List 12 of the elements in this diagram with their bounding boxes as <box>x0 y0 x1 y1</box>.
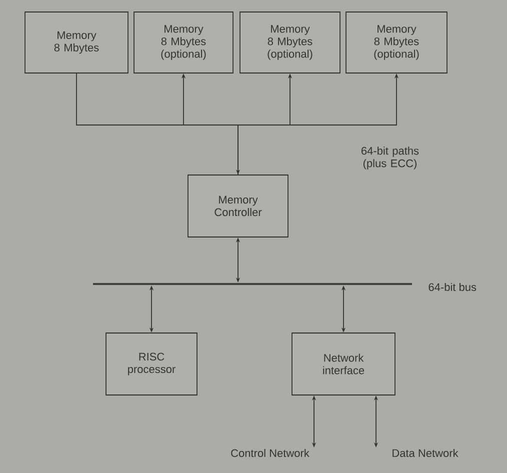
processor-box: RISC processor <box>106 332 198 396</box>
bus-line <box>93 283 412 285</box>
memory-box: Memory 8 Mbytes (optional) <box>240 12 340 74</box>
memory-box: Memory 8 Mbytes (optional) <box>134 12 234 74</box>
interface-box: Network interface <box>292 332 396 396</box>
network-label: Control Network <box>231 448 310 458</box>
bus-label: 64-bit bus <box>428 282 476 292</box>
memory-box: Memory 8 Mbytes (optional) <box>346 12 448 74</box>
controller-box: Memory Controller <box>188 174 288 238</box>
network-label: Data Network <box>392 448 458 458</box>
memory-box: Memory 8 Mbytes <box>24 12 128 74</box>
path-note: 64-bit paths (plus ECC) <box>362 146 419 170</box>
